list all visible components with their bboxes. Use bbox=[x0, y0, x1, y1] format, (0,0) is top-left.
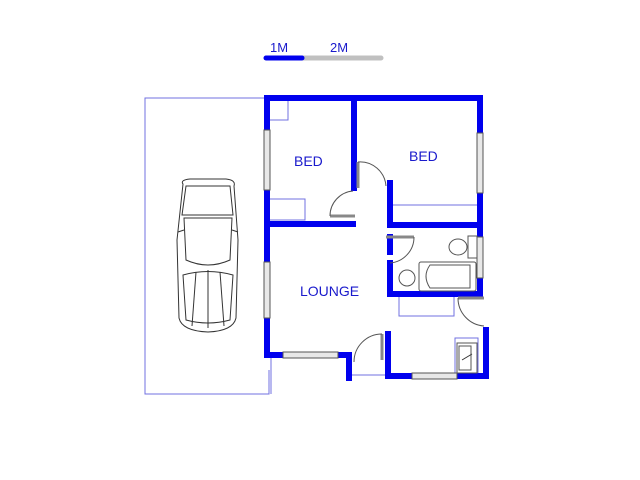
room-label-lounge: LOUNGE bbox=[300, 283, 359, 299]
carport-outline bbox=[144, 97, 270, 395]
room-label-bed2: BED bbox=[409, 148, 438, 164]
toilet-icon bbox=[448, 238, 468, 256]
windows bbox=[263, 129, 484, 380]
car-icon bbox=[176, 178, 239, 333]
window-kitchen bbox=[411, 372, 458, 380]
scale-label-1m: 1M bbox=[270, 40, 288, 55]
scale-bar: 1M 2M bbox=[263, 40, 384, 61]
window-bathroom bbox=[476, 236, 484, 279]
bed1-cupboard-bottom bbox=[267, 198, 306, 221]
doors bbox=[329, 161, 485, 363]
kitchen-sink-icon bbox=[456, 342, 478, 374]
room-label-bed1: BED bbox=[294, 153, 323, 169]
bathroom-fixtures bbox=[398, 235, 478, 292]
window-bed2 bbox=[476, 132, 484, 194]
scale-label-2m: 2M bbox=[330, 40, 348, 55]
kitchen-counter bbox=[398, 295, 455, 317]
walls bbox=[264, 95, 489, 381]
window-bed1 bbox=[263, 129, 271, 191]
window-lounge-south bbox=[282, 351, 339, 359]
toilet-cistern bbox=[467, 235, 478, 259]
basin-icon bbox=[398, 269, 416, 287]
bed1-cupboard-top bbox=[267, 99, 289, 121]
window-lounge-west bbox=[263, 261, 271, 319]
